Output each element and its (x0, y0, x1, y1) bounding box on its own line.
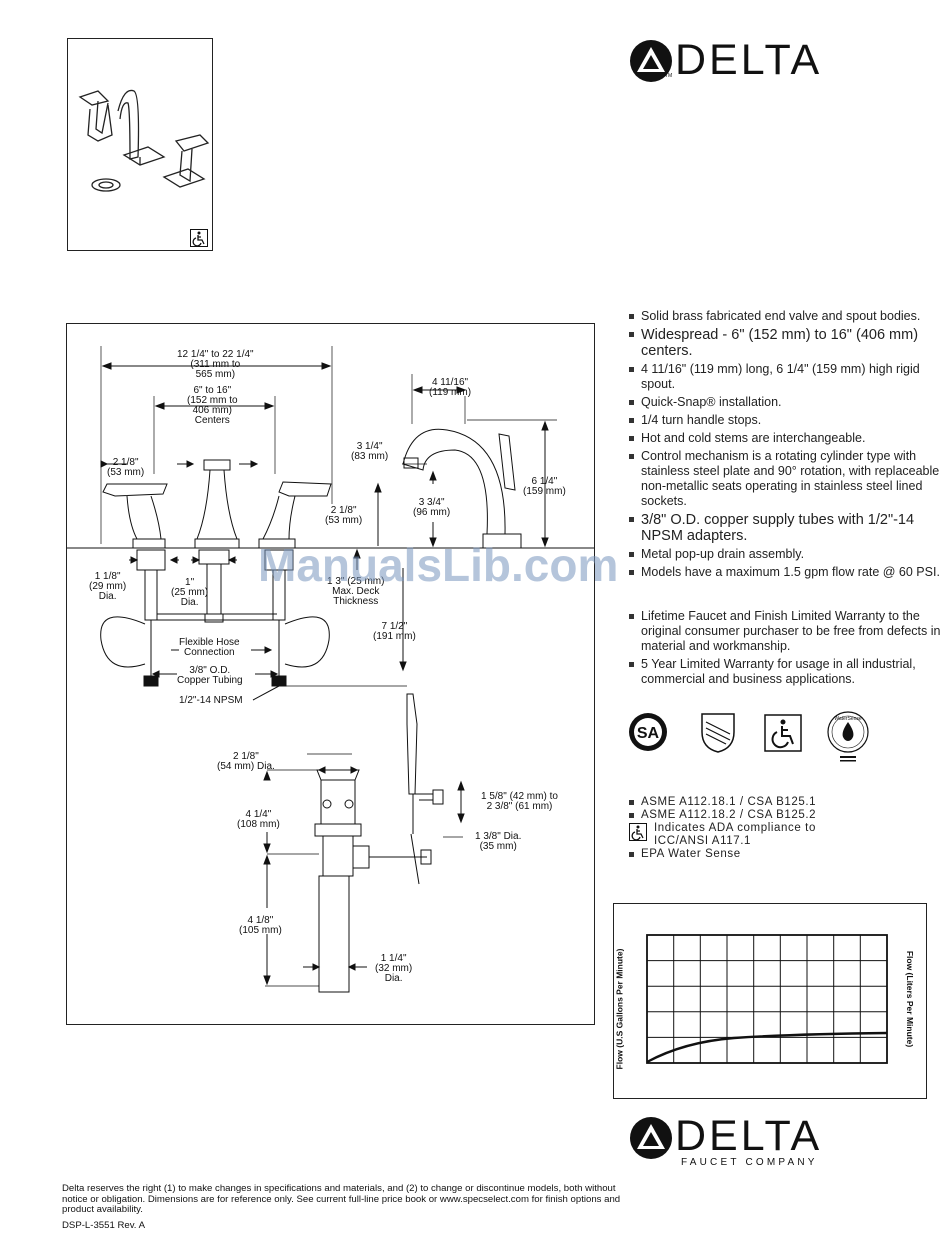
ada-accessibility-icon (764, 714, 802, 752)
brand-tagline: FAUCET COMPANY (681, 1157, 818, 1168)
warranty-list: Lifetime Faucet and Finish Limited Warra… (628, 609, 946, 690)
feature-item: 4 11/16" (119 mm) long, 6 1/4" (159 mm) … (628, 362, 946, 392)
dim-handle-right: 2 1/8"(53 mm) (325, 505, 363, 526)
dim-shank-left: 1 1/8"(29 mm)Dia. (89, 571, 127, 602)
faucet-dimension-drawing (67, 346, 594, 993)
cert-item: ASME A112.18.1 / CSA B125.1 (628, 796, 928, 809)
dim-drain-diameter: 2 1/8"(54 mm) Dia. (217, 751, 275, 772)
product-thumbnail (67, 38, 213, 251)
dim-spout-clearance: 3 3/4"(96 mm) (413, 497, 451, 518)
ada-small-icon (629, 823, 647, 841)
watersense-icon: WaterSense (827, 711, 869, 762)
dim-handle-left: 2 1/8"(53 mm) (107, 457, 145, 478)
graph-left-axis-label: Flow (U.S Gallons Per Minute) (614, 948, 625, 1070)
feature-item: 3/8" O.D. copper supply tubes with 1/2"-… (628, 512, 946, 544)
ada-icon (190, 229, 208, 247)
feature-item: Models have a maximum 1.5 gpm flow rate … (628, 565, 946, 580)
feature-item: Solid brass fabricated end valve and spo… (628, 309, 946, 324)
flow-graph-plot (646, 934, 888, 1064)
dim-below-deck: 7 1/2"(191 mm) (373, 621, 416, 642)
dim-pivot: 1 3/8" Dia.(35 mm) (475, 831, 522, 852)
dim-shank-center: 1"(25 mm)Dia. (171, 577, 209, 608)
faucet-illustration (78, 89, 210, 192)
dim-drain-pipe: 1 1/4"(32 mm)Dia. (375, 953, 413, 984)
certification-list: ASME A112.18.1 / CSA B125.1 ASME A112.18… (628, 796, 928, 861)
feature-item: Quick-Snap® installation. (628, 395, 946, 410)
feature-list: Solid brass fabricated end valve and spo… (628, 309, 946, 583)
dim-spout-height: 3 1/4"(83 mm) (351, 441, 389, 462)
feature-item: Hot and cold stems are interchangeable. (628, 431, 946, 446)
cert-item: EPA Water Sense (628, 848, 928, 861)
brand-name: DELTA (675, 36, 823, 84)
warranty-item: Lifetime Faucet and Finish Limited Warra… (628, 609, 946, 654)
flow-graph: Flow (U.S Gallons Per Minute) Flow (Lite… (613, 903, 927, 1099)
feature-item: Control mechanism is a rotating cylinder… (628, 449, 946, 509)
graph-right-axis-label: Flow (Liters Per Minute) (905, 950, 916, 1048)
footer-disclaimer: Delta reserves the right (1) to make cha… (62, 1183, 621, 1215)
trademark-mark: TM (665, 73, 673, 79)
shield-icon (701, 713, 735, 753)
feature-item: Metal pop-up drain assembly. (628, 547, 946, 562)
warranty-item: 5 Year Limited Warranty for usage in all… (628, 657, 946, 687)
feature-item: 1/4 turn handle stops. (628, 413, 946, 428)
cert-item: ASME A112.18.2 / CSA B125.2 (628, 809, 928, 822)
feature-item: Widespread - 6" (152 mm) to 16" (406 mm)… (628, 327, 946, 359)
dim-drain-bottom: 4 1/8"(105 mm) (239, 915, 282, 936)
delta-logo-icon-bottom (630, 1117, 672, 1159)
cert-item-ada: Indicates ADA compliance to ICC/ANSI A11… (628, 822, 928, 848)
document-id: DSP-L-3551 Rev. A (62, 1220, 146, 1231)
brand-name-bottom: DELTA (675, 1112, 823, 1160)
label-copper-tubing: 3/8" O.D.Copper Tubing (177, 665, 243, 686)
delta-logo-icon (630, 40, 672, 82)
dim-drain-top: 4 1/4"(108 mm) (237, 809, 280, 830)
watersense-label: WaterSense (834, 716, 862, 722)
svg-text:SA: SA (637, 725, 660, 742)
label-npsm: 1/2"-14 NPSM (179, 695, 243, 706)
dim-spout-total: 6 1/4"(159 mm) (523, 476, 566, 497)
watermark: ManualsLib.com (258, 539, 619, 591)
csa-icon: SA (629, 713, 667, 751)
dim-spout-reach: 4 11/16"(119 mm) (429, 377, 472, 398)
